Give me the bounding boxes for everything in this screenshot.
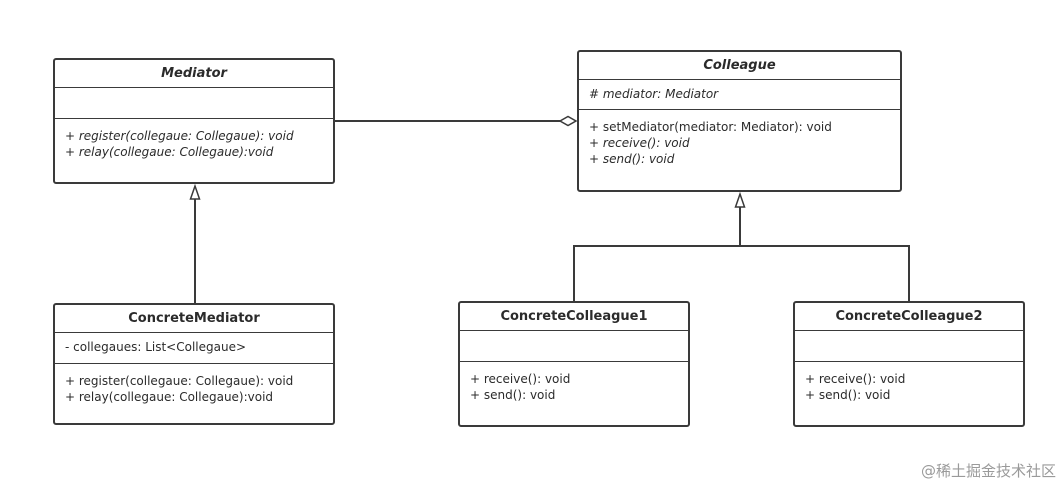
class-name: Mediator	[55, 60, 333, 88]
class-name: ConcreteColleague1	[460, 303, 688, 331]
operation: + receive(): void	[470, 372, 571, 386]
operation: + receive(): void	[589, 136, 690, 150]
attributes-compartment	[55, 88, 333, 119]
class-colleague[interactable]: Colleague # mediator: Mediator + setMedi…	[577, 50, 902, 192]
operation: + relay(collegaue: Collegaue):void	[65, 390, 274, 404]
class-concrete-mediator[interactable]: ConcreteMediator - collegaues: List<Coll…	[53, 303, 335, 425]
class-name: ConcreteMediator	[55, 305, 333, 333]
operations-compartment: + setMediator(mediator: Mediator): void …	[579, 110, 900, 167]
operations-compartment: + register(collegaue: Collegaue): void +…	[55, 364, 333, 405]
attributes-compartment	[460, 331, 688, 362]
operation: + send(): void	[805, 388, 891, 402]
operations-compartment: + register(collegaue: Collegaue): void +…	[55, 119, 333, 160]
class-mediator[interactable]: Mediator + register(collegaue: Collegaue…	[53, 58, 335, 184]
operation: + register(collegaue: Collegaue): void	[65, 129, 294, 143]
operation: + setMediator(mediator: Mediator): void	[589, 120, 832, 134]
operation: + register(collegaue: Collegaue): void	[65, 374, 294, 388]
operation: + relay(collegaue: Collegaue):void	[65, 145, 274, 159]
class-name: Colleague	[579, 52, 900, 80]
operation: + send(): void	[589, 152, 675, 166]
class-concrete-colleague2[interactable]: ConcreteColleague2 + receive(): void + s…	[793, 301, 1025, 427]
generalization-arrowhead-colleague	[734, 191, 746, 208]
attribute: # mediator: Mediator	[589, 87, 719, 101]
operation: + send(): void	[470, 388, 556, 402]
generalization-line-colleague1	[573, 245, 740, 301]
operations-compartment: + receive(): void + send(): void	[460, 362, 688, 403]
attributes-compartment: # mediator: Mediator	[579, 80, 900, 110]
attributes-compartment: - collegaues: List<Collegaue>	[55, 333, 333, 364]
class-concrete-colleague1[interactable]: ConcreteColleague1 + receive(): void + s…	[458, 301, 690, 427]
attributes-compartment	[795, 331, 1023, 362]
class-name: ConcreteColleague2	[795, 303, 1023, 331]
generalization-line-colleague2	[740, 245, 910, 301]
operation: + receive(): void	[805, 372, 906, 386]
operations-compartment: + receive(): void + send(): void	[795, 362, 1023, 403]
watermark: @稀土掘金技术社区	[920, 462, 1056, 480]
attribute: - collegaues: List<Collegaue>	[65, 340, 247, 354]
generalization-arrowhead-mediator	[189, 183, 201, 200]
aggregation-diamond	[558, 115, 578, 127]
